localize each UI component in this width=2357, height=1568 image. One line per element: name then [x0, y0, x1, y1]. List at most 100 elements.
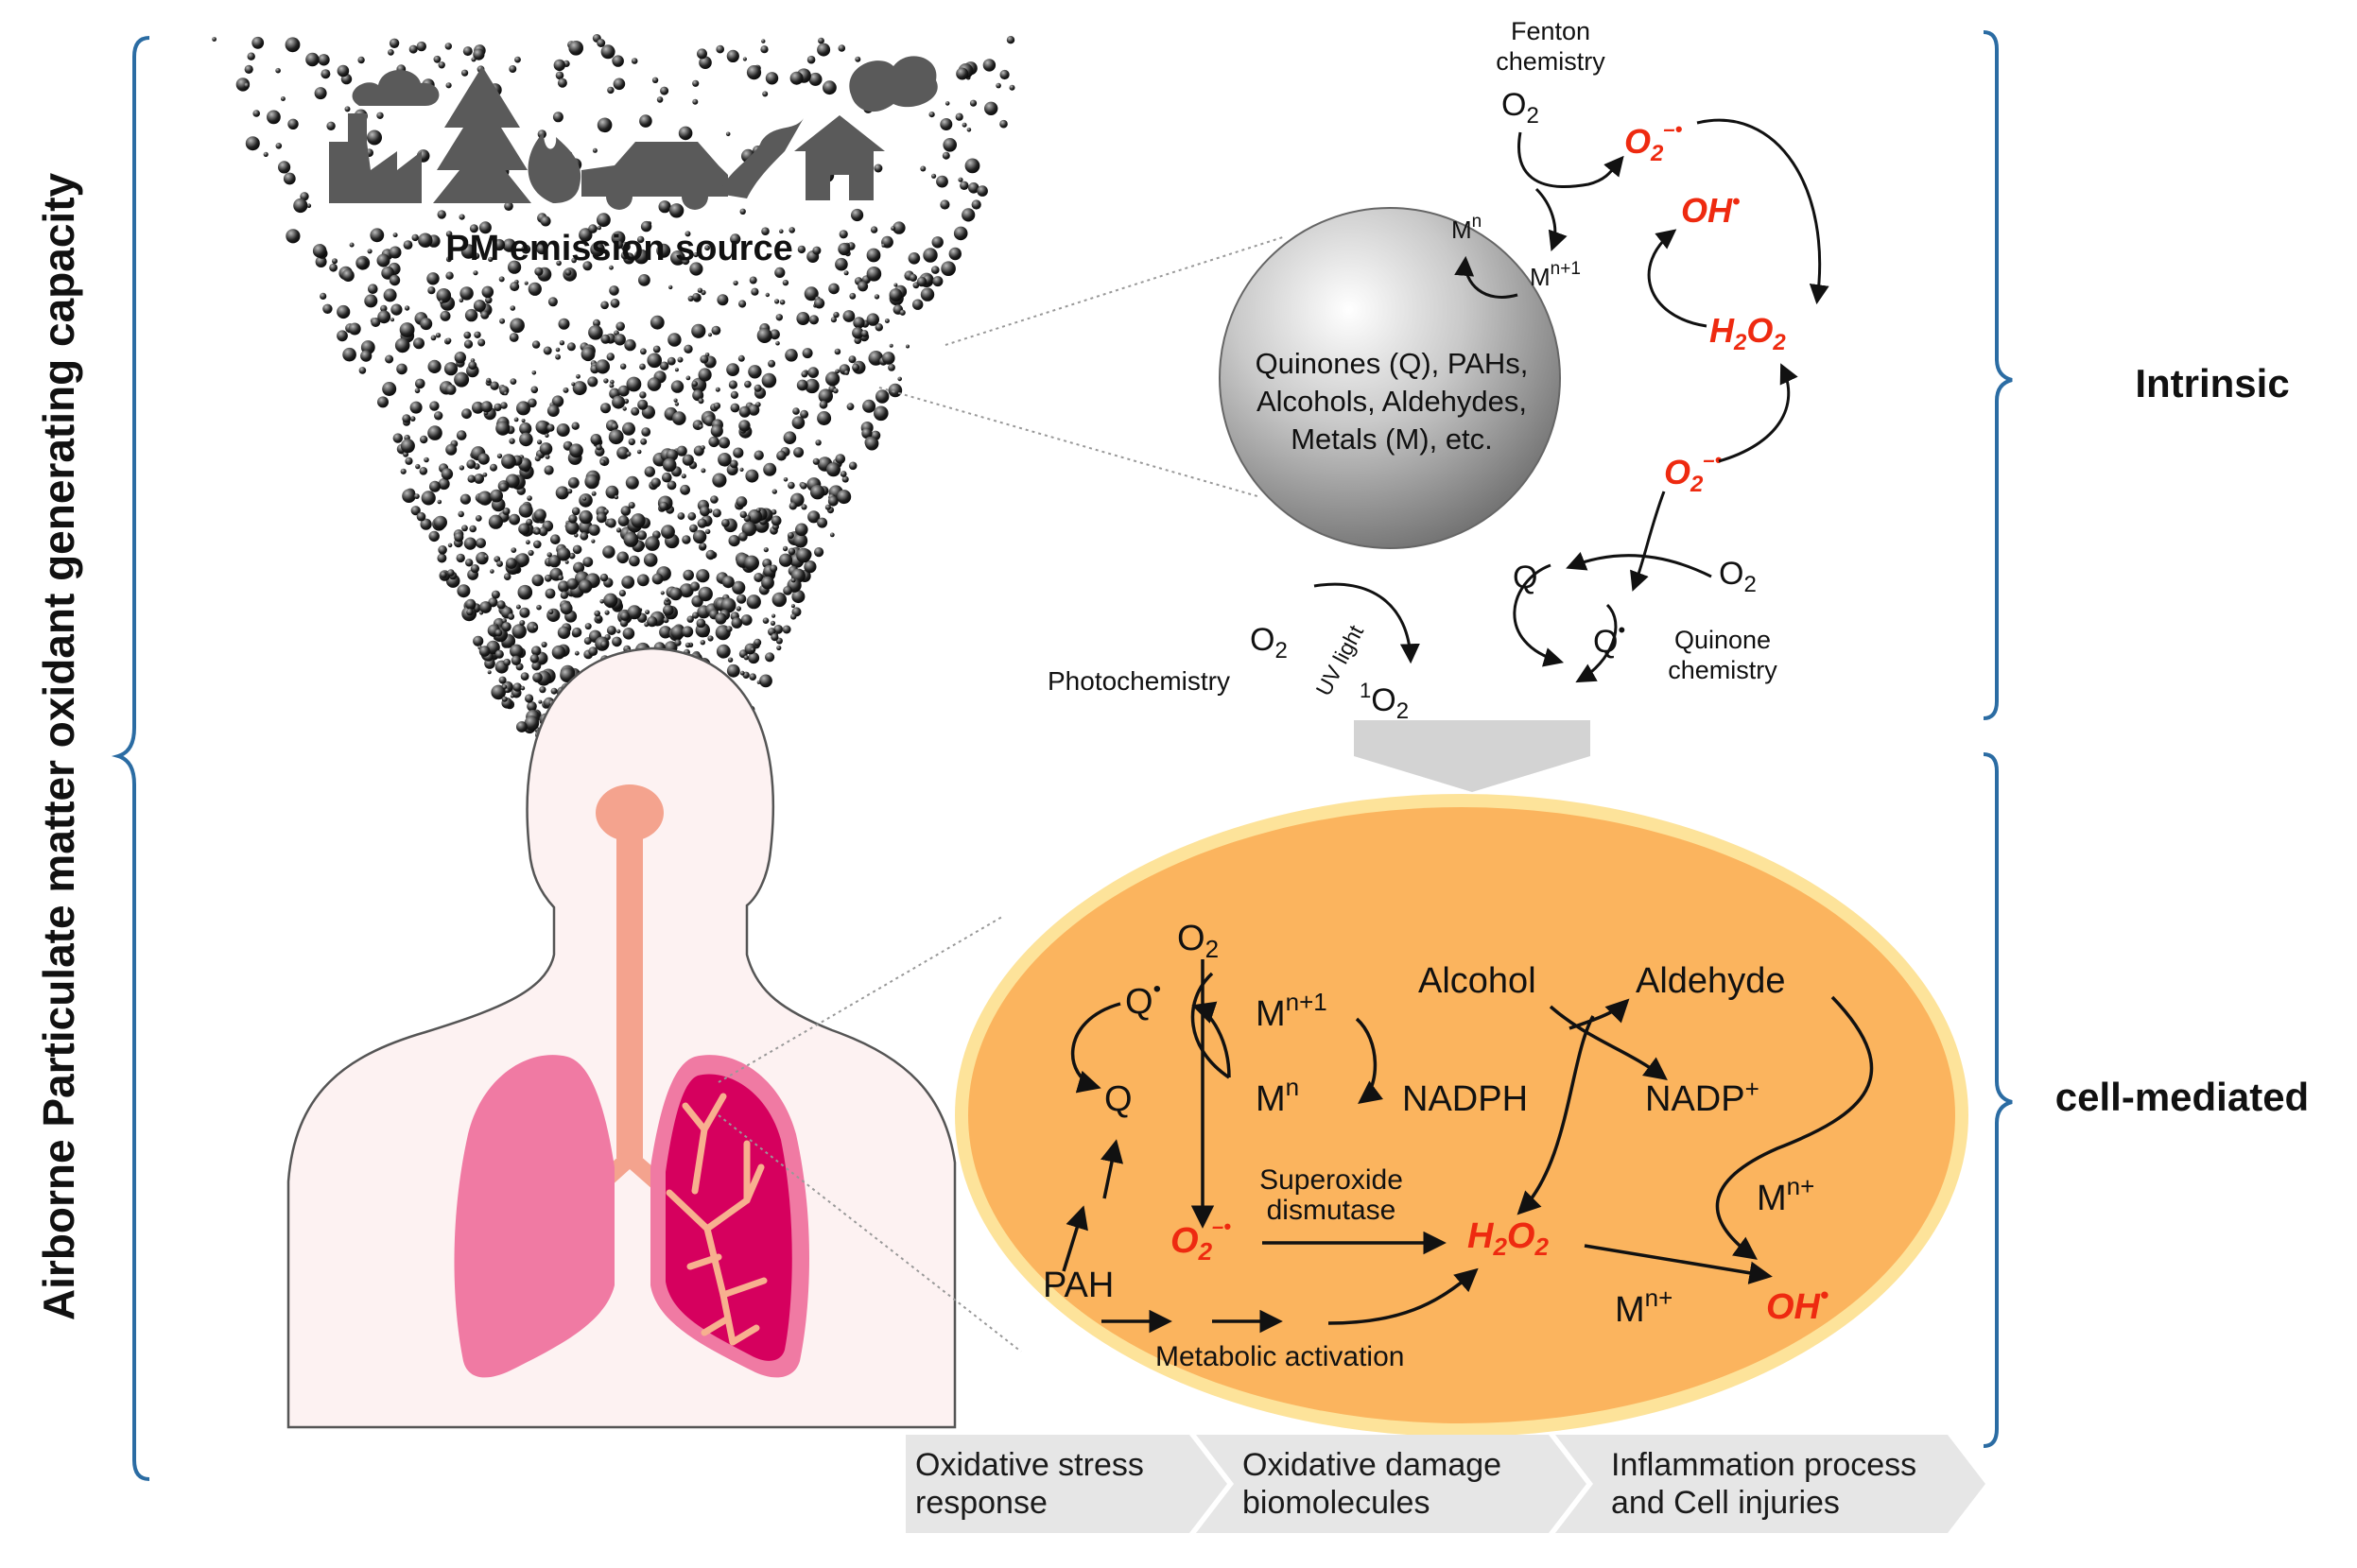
- pm-particle: [474, 474, 484, 484]
- pm-particle: [788, 481, 795, 490]
- pm-particle: [572, 627, 582, 638]
- pm-particle: [509, 513, 520, 526]
- pm-particle: [818, 37, 824, 44]
- pm-particle: [280, 96, 286, 101]
- pm-particle: [504, 201, 513, 211]
- pm-particle: [644, 466, 655, 477]
- pm-particle: [667, 480, 677, 491]
- pm-particle: [640, 220, 652, 233]
- quinone-label-2: chemistry: [1668, 656, 1777, 684]
- pm-particle: [424, 457, 429, 463]
- pm-particle: [849, 292, 857, 300]
- pm-particle: [713, 402, 721, 410]
- pm-particle: [571, 382, 576, 387]
- pm-particle: [674, 368, 679, 372]
- pm-particle: [692, 98, 699, 105]
- pm-particle: [756, 328, 772, 343]
- pm-particle: [490, 463, 497, 472]
- pm-particle: [793, 533, 808, 548]
- pm-particle: [468, 361, 477, 370]
- pm-particle: [583, 637, 592, 646]
- pm-particle: [701, 468, 706, 474]
- pm-particle: [403, 240, 413, 250]
- pm-particle: [471, 57, 477, 62]
- stage-3-line1: Inflammation process: [1611, 1447, 1917, 1483]
- smoke-icon: [352, 70, 440, 106]
- pm-particle: [426, 272, 440, 285]
- pm-particle: [392, 233, 398, 238]
- pm-particle: [555, 71, 564, 80]
- pm-particle: [743, 655, 749, 661]
- pm-particle: [535, 420, 549, 434]
- pm-particle: [708, 436, 719, 448]
- pm-particle: [396, 363, 407, 375]
- cell-metal-n: Mn: [1256, 1073, 1299, 1119]
- pm-particle: [686, 615, 694, 623]
- pm-particle: [641, 427, 651, 437]
- zoom-connectors: [718, 235, 1287, 1353]
- pm-particle: [826, 462, 841, 477]
- pm-particle: [486, 377, 492, 383]
- pm-particle: [916, 276, 927, 287]
- pm-particle: [558, 575, 563, 581]
- pm-particle: [738, 420, 751, 432]
- throat-blob: [596, 784, 664, 841]
- pm-particle: [611, 231, 626, 246]
- pm-particle: [551, 645, 566, 660]
- pm-particle: [560, 591, 569, 599]
- pm-particle: [477, 491, 493, 506]
- pm-particle: [941, 261, 956, 277]
- pm-particle: [940, 118, 953, 130]
- stage-2-line1: Oxidative damage: [1242, 1447, 1502, 1483]
- pm-particle: [557, 626, 571, 639]
- pm-particle: [789, 227, 795, 233]
- pm-particle: [212, 37, 217, 42]
- trachea: [616, 832, 643, 1158]
- pm-particle: [594, 610, 600, 617]
- pm-particle: [838, 242, 851, 256]
- pm-particle: [358, 367, 367, 374]
- pm-particle: [524, 281, 529, 285]
- pm-particle: [712, 508, 721, 518]
- pm-particle: [731, 617, 743, 629]
- pm-particle: [416, 511, 426, 522]
- pm-particle: [501, 622, 511, 632]
- cell-metal-nplus-top: Mn+: [1757, 1172, 1814, 1218]
- intrinsic-bracket: [1983, 30, 2013, 720]
- pm-particle: [888, 383, 903, 398]
- pm-particle: [725, 131, 731, 137]
- pm-particle: [445, 271, 454, 280]
- pm-particle: [547, 297, 558, 307]
- pm-particle: [779, 229, 784, 233]
- pm-particle: [460, 244, 477, 259]
- pm-particle: [802, 348, 813, 359]
- pm-particle: [842, 310, 856, 322]
- pm-particle: [539, 442, 553, 456]
- pm-particle: [429, 480, 441, 492]
- pm-particle: [662, 472, 672, 483]
- pm-particle: [371, 318, 381, 327]
- pm-particle: [744, 555, 759, 571]
- pm-particle: [771, 489, 777, 494]
- pm-particle: [817, 517, 828, 528]
- pm-particle: [546, 423, 555, 432]
- pm-particle: [862, 399, 876, 413]
- quinone-label-1: Quinone: [1674, 626, 1771, 654]
- pm-particle: [834, 348, 841, 355]
- pm-particle: [761, 372, 777, 388]
- pm-particle: [837, 490, 852, 505]
- pm-particle: [874, 405, 889, 422]
- pm-particle: [566, 342, 576, 352]
- pm-particle: [612, 395, 626, 409]
- pm-particle: [796, 312, 810, 325]
- stage-1-line2: response: [915, 1485, 1048, 1521]
- pm-particle: [568, 552, 576, 560]
- pm-particle: [746, 65, 762, 80]
- pm-particle: [526, 540, 530, 545]
- pm-particle: [668, 203, 685, 218]
- pm-particle: [376, 253, 390, 267]
- pm-particle: [971, 199, 981, 210]
- pm-particle: [283, 172, 296, 185]
- pm-particle: [665, 597, 669, 602]
- pm-particle: [411, 233, 419, 242]
